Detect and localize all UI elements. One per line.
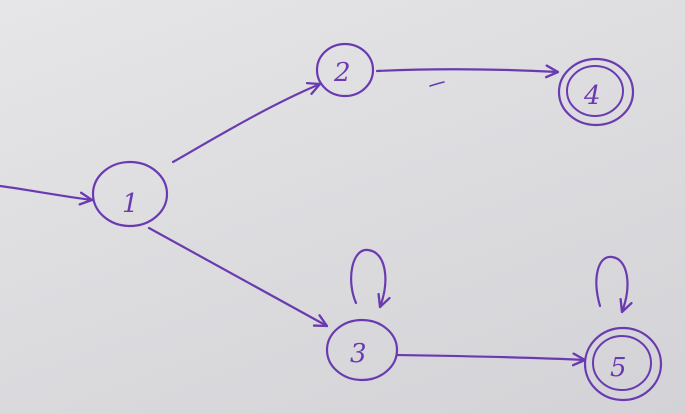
state-5-label: 5 [610,353,627,383]
initial-arrow [0,184,94,206]
state-3: 3 [325,318,399,382]
self-loop-5 [595,255,633,314]
transition-3-to-5 [395,352,587,367]
state-1: 1 [91,160,169,228]
state-2-label: 2 [333,58,351,88]
pen-mark [429,81,445,87]
transition-1-to-3 [147,226,329,328]
self-loop-3 [350,248,391,309]
state-3-label: 3 [350,339,367,369]
state-4: 4 [557,57,635,127]
state-1-label: 1 [122,189,139,219]
transition-2-to-4 [375,64,560,79]
state-5: 5 [583,326,663,402]
state-2: 2 [315,42,375,98]
transition-1-to-2 [171,81,322,164]
state-4-label: 4 [583,81,601,111]
